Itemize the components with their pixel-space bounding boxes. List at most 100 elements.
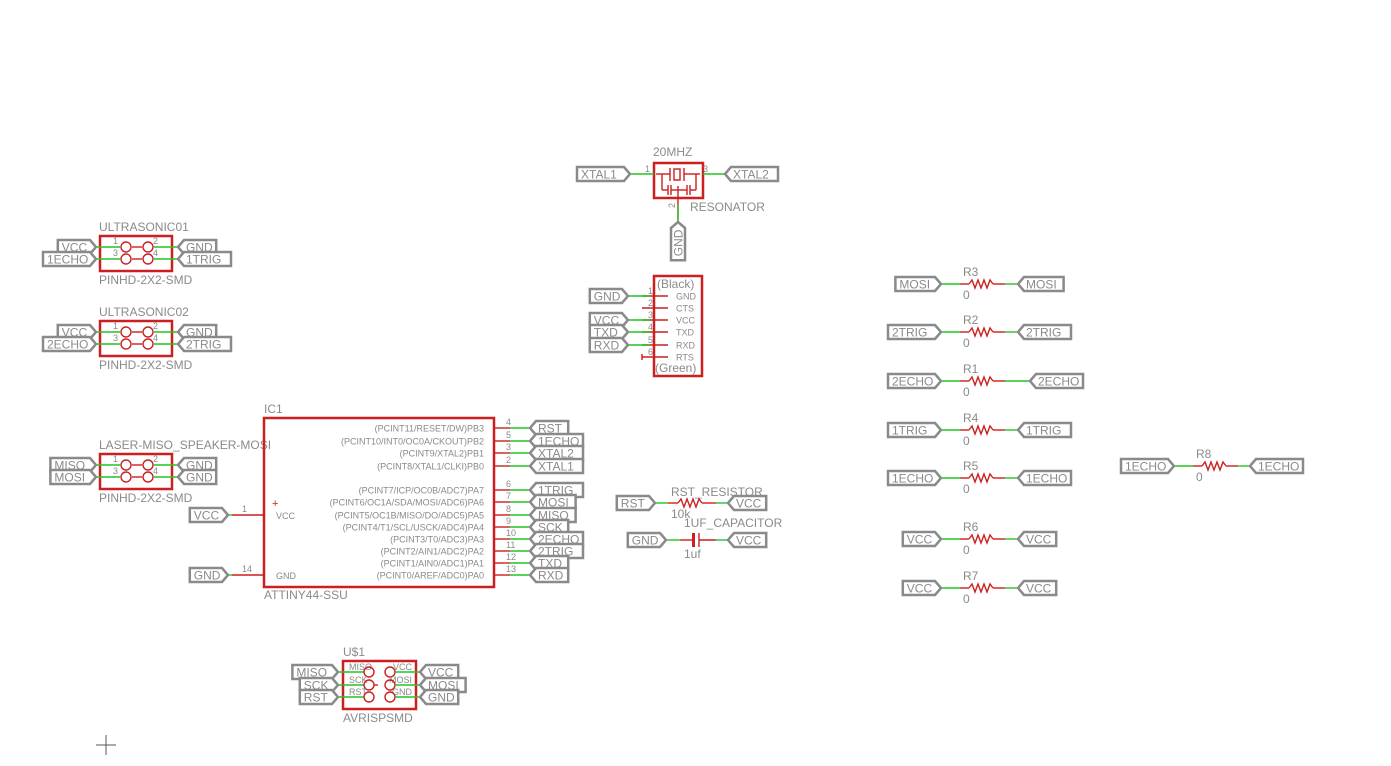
net-label-vcc[interactable]: VCC <box>1016 579 1058 597</box>
pin-name: (PCINT4/T1/SCL/USCK/ADC4)PA4 <box>343 523 484 533</box>
net-label-2trig[interactable]: 2TRIG <box>1016 323 1073 341</box>
net-label-gnd[interactable]: GND <box>588 287 630 305</box>
net-label-vcc[interactable]: VCC <box>726 494 768 512</box>
net-label-text: VCC <box>428 666 454 680</box>
part-name: R6 <box>963 520 979 534</box>
pad-icon <box>363 691 375 703</box>
net-label-rst[interactable]: RST <box>298 688 340 706</box>
part-name: R3 <box>963 265 979 279</box>
net-label-xtal1[interactable]: XTAL1 <box>528 457 585 475</box>
net-label-1echo[interactable]: 1ECHO <box>1119 457 1176 475</box>
net-label-gnd[interactable]: GND <box>669 220 687 262</box>
net-label-1trig[interactable]: 1TRIG <box>176 250 233 268</box>
net-label-rst[interactable]: RST <box>528 419 570 437</box>
net-label-miso[interactable]: MISO <box>291 663 340 681</box>
net-label-xtal1[interactable]: XTAL1 <box>575 165 632 183</box>
pin-number: 3 <box>113 333 118 343</box>
net-label-1echo[interactable]: 1ECHO <box>1016 469 1073 487</box>
net-label-1echo[interactable]: 1ECHO <box>41 250 98 268</box>
net-label-1echo[interactable]: 1ECHO <box>1248 457 1305 475</box>
net-label-2trig[interactable]: 2TRIG <box>886 323 943 341</box>
net-label-2trig[interactable]: 2TRIG <box>176 335 233 353</box>
net-label-xtal2[interactable]: XTAL2 <box>528 444 585 462</box>
part-name: 20MHZ <box>653 145 692 159</box>
pin-number: 9 <box>506 516 511 526</box>
net-label-xtal2[interactable]: XTAL2 <box>723 165 780 183</box>
net-label-vcc[interactable]: VCC <box>726 531 768 549</box>
net-label-rxd[interactable]: RXD <box>588 336 630 354</box>
net-label-1echo[interactable]: 1ECHO <box>886 469 943 487</box>
pin-number: 10 <box>506 528 516 538</box>
net-label-mosi[interactable]: MOSI <box>1016 275 1065 293</box>
pad-icon <box>142 253 154 265</box>
net-label-2echo[interactable]: 2ECHO <box>41 335 98 353</box>
net-label-gnd[interactable]: GND <box>188 566 230 584</box>
pin-name: MISO <box>349 662 372 672</box>
net-label-1trig[interactable]: 1TRIG <box>1016 421 1073 439</box>
net-label-vcc[interactable]: VCC <box>901 530 943 548</box>
net-label-text: 1ECHO <box>47 253 88 267</box>
pad-icon <box>142 471 154 483</box>
net-label-text: GND <box>594 290 621 304</box>
net-label-txd[interactable]: TXD <box>588 323 630 341</box>
net-label-text: 2TRIG <box>1026 326 1061 340</box>
net-label-gnd[interactable]: GND <box>418 688 460 706</box>
pin-name: TXD <box>676 328 695 338</box>
pin-number: 14 <box>242 564 252 574</box>
net-label-vcc[interactable]: VCC <box>418 663 460 681</box>
net-label-gnd[interactable]: GND <box>176 468 218 486</box>
part-name: ULTRASONIC01 <box>99 220 189 234</box>
net-label-gnd[interactable]: GND <box>626 531 668 549</box>
net-label-mosi[interactable]: MOSI <box>528 493 577 511</box>
capacitor-plate <box>692 533 695 547</box>
pad-icon <box>142 241 154 253</box>
net-label-vcc[interactable]: VCC <box>1016 530 1058 548</box>
pin-number: 3 <box>648 310 653 320</box>
net-label-vcc[interactable]: VCC <box>901 579 943 597</box>
net-label-2echo[interactable]: 2ECHO <box>1028 372 1085 390</box>
pin-number: 2 <box>153 454 158 464</box>
net-label-text: VCC <box>907 582 933 596</box>
net-label-text: 1TRIG <box>892 424 927 438</box>
net-label-2echo[interactable]: 2ECHO <box>886 372 943 390</box>
net-label-vcc[interactable]: VCC <box>188 506 230 524</box>
net-label-mosi[interactable]: MOSI <box>894 275 943 293</box>
net-label-rxd[interactable]: RXD <box>528 566 570 584</box>
pin-name: (PCINT5/OC1B/MISO/DO/ADC5)PA5 <box>335 511 484 521</box>
net-label-rst[interactable]: RST <box>615 494 657 512</box>
net-label-1trig[interactable]: 1TRIG <box>886 421 943 439</box>
pin-name: VCC <box>676 316 696 326</box>
net-label-mosi[interactable]: MOSI <box>49 468 98 486</box>
